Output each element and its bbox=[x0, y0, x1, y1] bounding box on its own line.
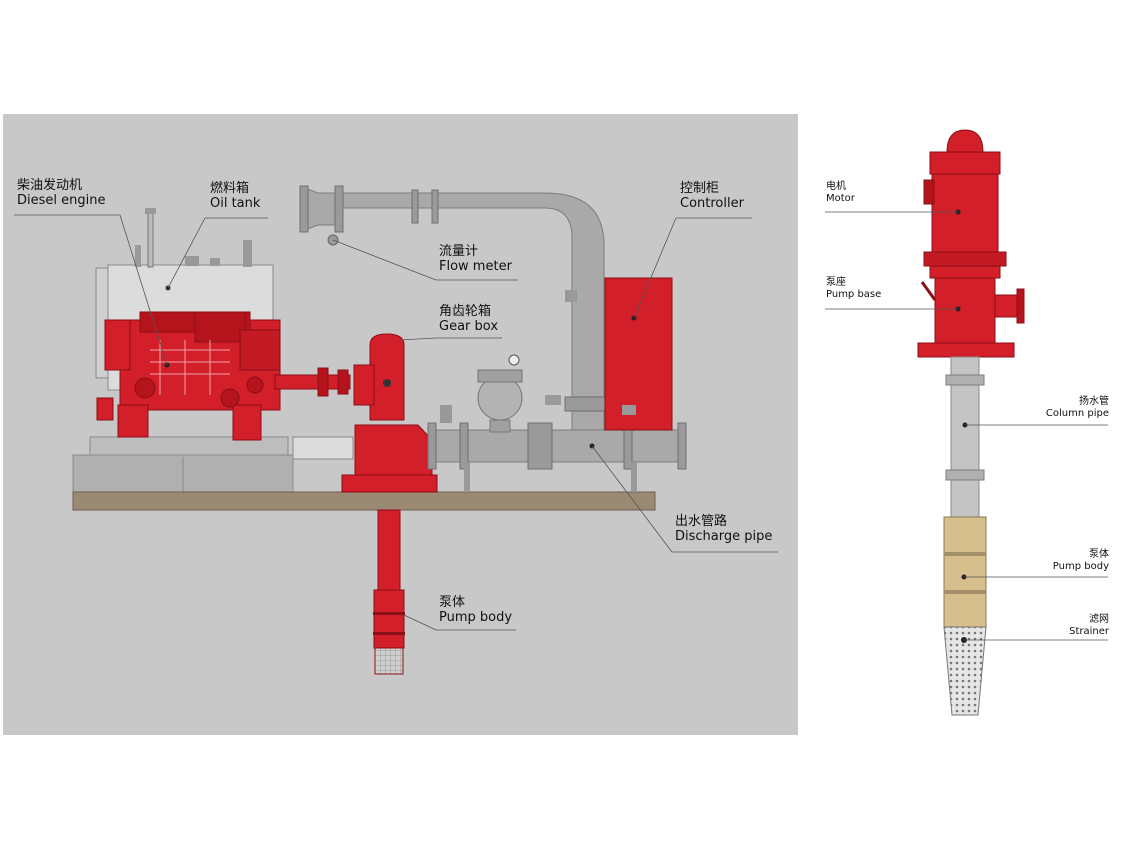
label-discharge-pipe-en: Discharge pipe bbox=[675, 528, 773, 544]
label-strainer-zh: 滤网 bbox=[1089, 614, 1109, 625]
label-pump-base-en: Pump base bbox=[826, 288, 882, 300]
check-valve bbox=[440, 354, 561, 433]
label-pump-base-zh: 泵座 bbox=[826, 277, 846, 288]
label-pump-base: 泵座 Pump base bbox=[826, 277, 881, 300]
vertical-column-pipe bbox=[945, 356, 985, 518]
label-diesel-engine-en: Diesel engine bbox=[17, 192, 106, 208]
label-gear-box: 角齿轮箱 Gear box bbox=[439, 304, 499, 335]
label-discharge-pipe-zh: 出水管路 bbox=[675, 514, 728, 529]
label-oil-tank-en: Oil tank bbox=[210, 195, 261, 211]
diesel-engine bbox=[96, 311, 281, 441]
label-strainer-en: Strainer bbox=[1069, 625, 1109, 637]
vertical-pump-motor bbox=[923, 129, 1007, 279]
vertical-pump-base bbox=[917, 277, 1025, 358]
label-oil-tank-zh: 燃料箱 bbox=[210, 181, 250, 196]
label-flow-meter-en: Flow meter bbox=[439, 258, 512, 274]
discharge-pipe bbox=[427, 422, 687, 492]
label-gear-box-en: Gear box bbox=[439, 318, 499, 334]
base-skid bbox=[72, 436, 354, 494]
label-diesel-engine-zh: 柴油发动机 bbox=[17, 178, 83, 193]
label-flow-meter-zh: 流量计 bbox=[439, 244, 479, 259]
wooden-platform bbox=[72, 491, 656, 511]
label-column-pipe: 扬水管 Column pipe bbox=[1046, 396, 1109, 419]
label-oil-tank: 燃料箱 Oil tank bbox=[210, 181, 261, 212]
label-gear-box-zh: 角齿轮箱 bbox=[439, 304, 492, 319]
gear-box bbox=[341, 333, 438, 493]
label-discharge-pipe: 出水管路 Discharge pipe bbox=[675, 514, 773, 545]
riser-pipe bbox=[339, 189, 612, 431]
label-diesel-engine: 柴油发动机 Diesel engine bbox=[17, 178, 106, 209]
label-controller-zh: 控制柜 bbox=[680, 181, 720, 196]
label-controller-en: Controller bbox=[680, 195, 744, 211]
controller-cabinet bbox=[604, 277, 673, 431]
label-pump-body-right-en: Pump body bbox=[1052, 560, 1109, 572]
drive-shaft bbox=[274, 367, 351, 397]
underground-pump-body bbox=[373, 509, 405, 675]
label-column-pipe-en: Column pipe bbox=[1045, 407, 1109, 419]
vertical-pump-body bbox=[943, 516, 987, 628]
label-pump-body-right-zh: 泵体 bbox=[1089, 549, 1109, 560]
label-motor: 电机 Motor bbox=[826, 181, 855, 204]
label-motor-zh: 电机 bbox=[826, 181, 846, 192]
label-strainer: 滤网 Strainer bbox=[1069, 614, 1109, 637]
label-pump-body-left: 泵体 Pump body bbox=[439, 595, 513, 626]
label-pump-body-left-en: Pump body bbox=[439, 609, 513, 625]
label-motor-en: Motor bbox=[826, 192, 855, 204]
label-pump-body-right: 泵体 Pump body bbox=[1053, 549, 1109, 572]
label-pump-body-left-zh: 泵体 bbox=[439, 595, 466, 610]
label-column-pipe-zh: 扬水管 bbox=[1079, 396, 1109, 407]
label-flow-meter: 流量计 Flow meter bbox=[439, 244, 512, 275]
vertical-strainer bbox=[943, 626, 987, 716]
leader-lines bbox=[14, 211, 1108, 641]
label-controller: 控制柜 Controller bbox=[680, 181, 744, 212]
